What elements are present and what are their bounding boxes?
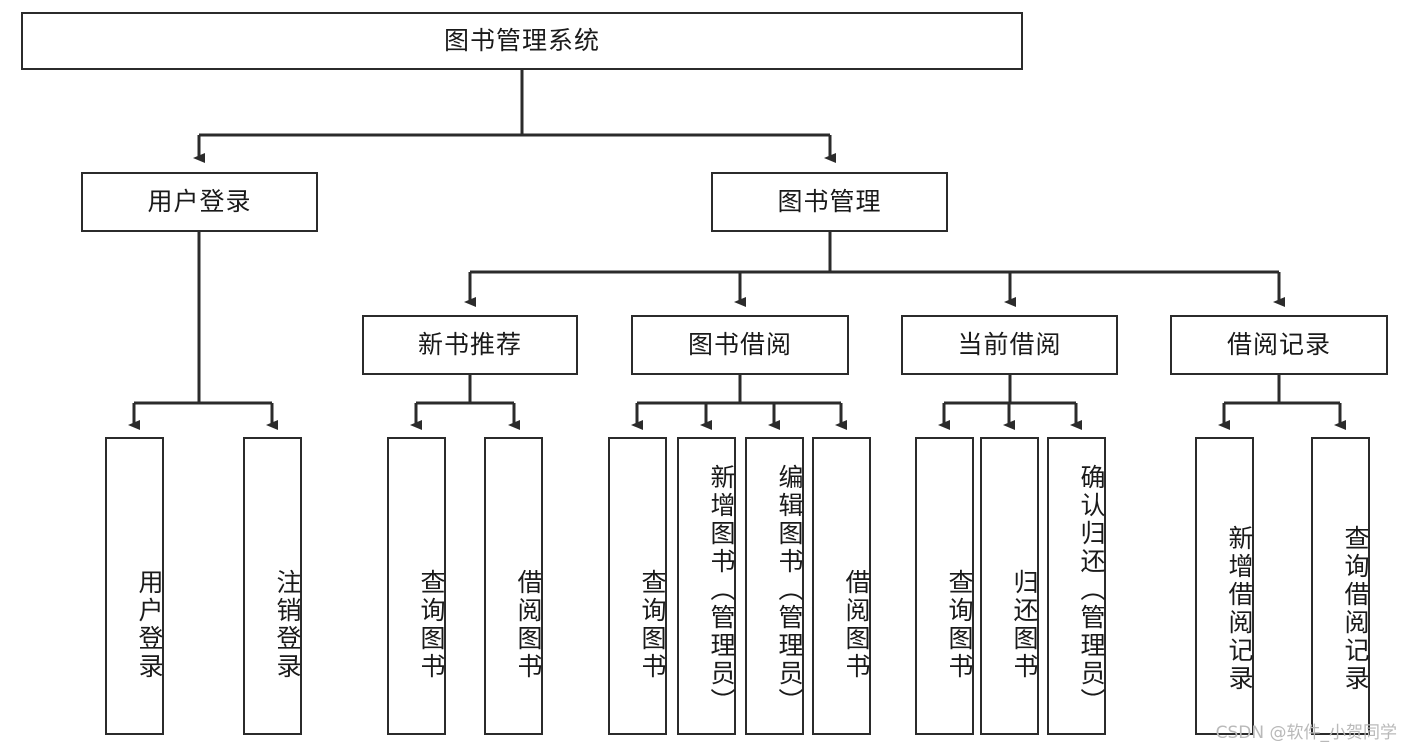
node-leaf-query-borrow-record-label: 查询借阅记录 [1341,524,1370,693]
node-new-book-recommend[interactable]: 新书推荐 [362,315,578,375]
node-book-management-label: 图书管理 [777,186,882,216]
node-leaf-add-borrow-record[interactable]: 新增借阅记录 [1195,437,1254,735]
node-leaf-user-login[interactable]: 用户登录 [105,437,164,735]
node-leaf-query-book-1-label: 查询图书 [417,569,446,681]
node-leaf-edit-book[interactable]: 编辑图书（管理员） [745,437,804,735]
node-leaf-logout-login-label: 注销登录 [273,569,302,681]
node-leaf-add-book[interactable]: 新增图书（管理员） [677,437,736,735]
watermark: CSDN @软件_小贺同学 [1215,723,1397,743]
node-leaf-query-borrow-record[interactable]: 查询借阅记录 [1311,437,1370,735]
node-leaf-borrow-book-1[interactable]: 借阅图书 [484,437,543,735]
node-leaf-query-book-3-label: 查询图书 [945,569,974,681]
node-leaf-borrow-book-2[interactable]: 借阅图书 [812,437,871,735]
node-root-label: 图书管理系统 [443,25,600,55]
node-leaf-edit-book-label: 编辑图书（管理员） [775,464,804,716]
node-leaf-return-book[interactable]: 归还图书 [980,437,1039,735]
node-book-management[interactable]: 图书管理 [711,172,948,232]
node-borrow-record[interactable]: 借阅记录 [1170,315,1388,375]
node-user-login-label: 用户登录 [147,186,252,216]
node-leaf-query-book-2[interactable]: 查询图书 [608,437,667,735]
node-book-borrow-label: 图书借阅 [687,329,792,359]
node-current-borrow[interactable]: 当前借阅 [901,315,1118,375]
node-root[interactable]: 图书管理系统 [21,12,1023,70]
node-current-borrow-label: 当前借阅 [957,329,1062,359]
node-leaf-query-book-1[interactable]: 查询图书 [387,437,446,735]
node-leaf-logout-login[interactable]: 注销登录 [243,437,302,735]
node-leaf-add-book-label: 新增图书（管理员） [707,464,736,716]
node-leaf-return-book-label: 归还图书 [1010,569,1039,681]
node-user-login[interactable]: 用户登录 [81,172,318,232]
node-book-borrow[interactable]: 图书借阅 [631,315,849,375]
node-leaf-confirm-return[interactable]: 确认归还（管理员） [1047,437,1106,735]
node-leaf-add-borrow-record-label: 新增借阅记录 [1225,524,1254,693]
node-leaf-query-book-2-label: 查询图书 [638,569,667,681]
node-leaf-borrow-book-1-label: 借阅图书 [514,569,543,681]
node-leaf-borrow-book-2-label: 借阅图书 [842,569,871,681]
node-leaf-confirm-return-label: 确认归还（管理员） [1077,464,1106,716]
node-borrow-record-label: 借阅记录 [1226,329,1331,359]
node-new-book-recommend-label: 新书推荐 [417,329,522,359]
node-leaf-query-book-3[interactable]: 查询图书 [915,437,974,735]
node-leaf-user-login-label: 用户登录 [135,569,164,681]
